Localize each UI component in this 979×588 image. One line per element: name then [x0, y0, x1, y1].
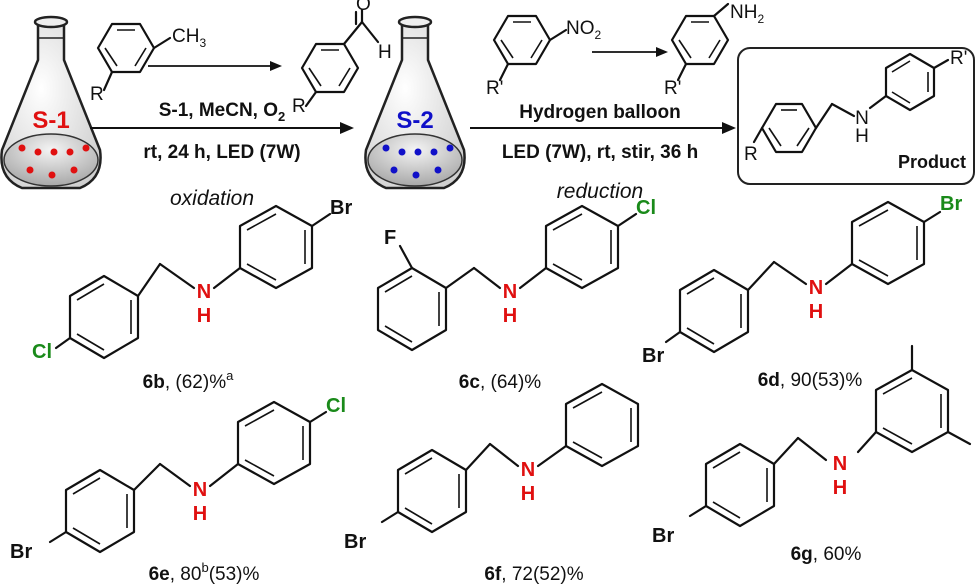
svg-text:LED (7W), rt, stir, 36 h: LED (7W), rt, stir, 36 h	[502, 142, 698, 163]
svg-text:N: N	[197, 281, 211, 303]
svg-text:H: H	[833, 477, 847, 499]
svg-text:H: H	[193, 503, 207, 525]
svg-text:R: R	[90, 84, 104, 105]
catalyst-s1-label: S-1	[32, 107, 69, 134]
compound-6c-caption: 6c, (64)%	[459, 372, 541, 393]
svg-text:R': R'	[950, 48, 967, 69]
compound-6d-structure	[664, 200, 942, 354]
svg-text:R: R	[292, 96, 306, 117]
compound-6g-structure	[688, 344, 972, 528]
svg-text:Br: Br	[652, 525, 674, 547]
compound-6e-structure	[48, 400, 328, 554]
compound-6f-caption: 6f, 72(52)%	[484, 564, 583, 585]
compound-6b-structure	[54, 204, 332, 360]
aldehyde-structure	[300, 8, 380, 108]
svg-text:Br: Br	[10, 541, 32, 563]
compound-6b-caption: 6b, (62)%a	[143, 368, 234, 393]
product-box	[737, 47, 975, 185]
svg-text:R: R	[744, 144, 758, 165]
svg-text:Cl: Cl	[326, 395, 346, 417]
compound-6g-caption: 6g, 60%	[791, 544, 862, 565]
svg-text:Br: Br	[642, 345, 664, 367]
svg-text:rt, 24 h, LED (7W): rt, 24 h, LED (7W)	[143, 142, 300, 163]
svg-text:O: O	[356, 0, 371, 15]
svg-text:S-1, MeCN, O2: S-1, MeCN, O2	[159, 100, 286, 124]
svg-text:H: H	[503, 305, 517, 327]
svg-text:Cl: Cl	[636, 197, 656, 219]
compound-6e-caption: 6e, 80b(53)%	[149, 560, 260, 585]
svg-text:N: N	[855, 108, 869, 129]
aniline-structure	[670, 2, 730, 82]
svg-text:H: H	[855, 126, 869, 147]
svg-text:N: N	[503, 281, 517, 303]
svg-text:NH2: NH2	[730, 2, 764, 26]
svg-text:Cl: Cl	[32, 341, 52, 363]
svg-text:CH3: CH3	[172, 26, 206, 50]
svg-text:H: H	[521, 483, 535, 505]
svg-text:N: N	[193, 479, 207, 501]
svg-text:R': R'	[486, 78, 503, 99]
svg-text:R': R'	[664, 78, 681, 99]
reduction-label: reduction	[557, 180, 643, 203]
toluene-structure	[96, 22, 172, 92]
svg-text:H: H	[809, 301, 823, 323]
product-structure	[752, 52, 950, 154]
svg-text:H: H	[197, 305, 211, 327]
svg-text:N: N	[809, 277, 823, 299]
oxidation-label: oxidation	[170, 187, 254, 210]
svg-text:N: N	[833, 453, 847, 475]
svg-text:N: N	[521, 459, 535, 481]
svg-text:H: H	[378, 42, 392, 63]
svg-text:Br: Br	[940, 193, 962, 215]
flask-s1-icon	[0, 15, 102, 190]
nitroarene-structure	[492, 14, 568, 82]
compound-6f-structure	[380, 382, 640, 534]
svg-text:Br: Br	[344, 531, 366, 553]
flask-s2-icon	[364, 15, 466, 190]
compound-6d-caption: 6d, 90(53)%	[758, 370, 863, 391]
svg-text:NO2: NO2	[566, 18, 602, 42]
compound-6c-structure	[376, 204, 638, 352]
svg-text:Br: Br	[330, 197, 352, 219]
catalyst-s2-label: S-2	[396, 107, 433, 134]
product-title: Product	[898, 152, 966, 172]
svg-text:F: F	[384, 227, 396, 249]
svg-text:Hydrogen balloon: Hydrogen balloon	[519, 102, 681, 123]
